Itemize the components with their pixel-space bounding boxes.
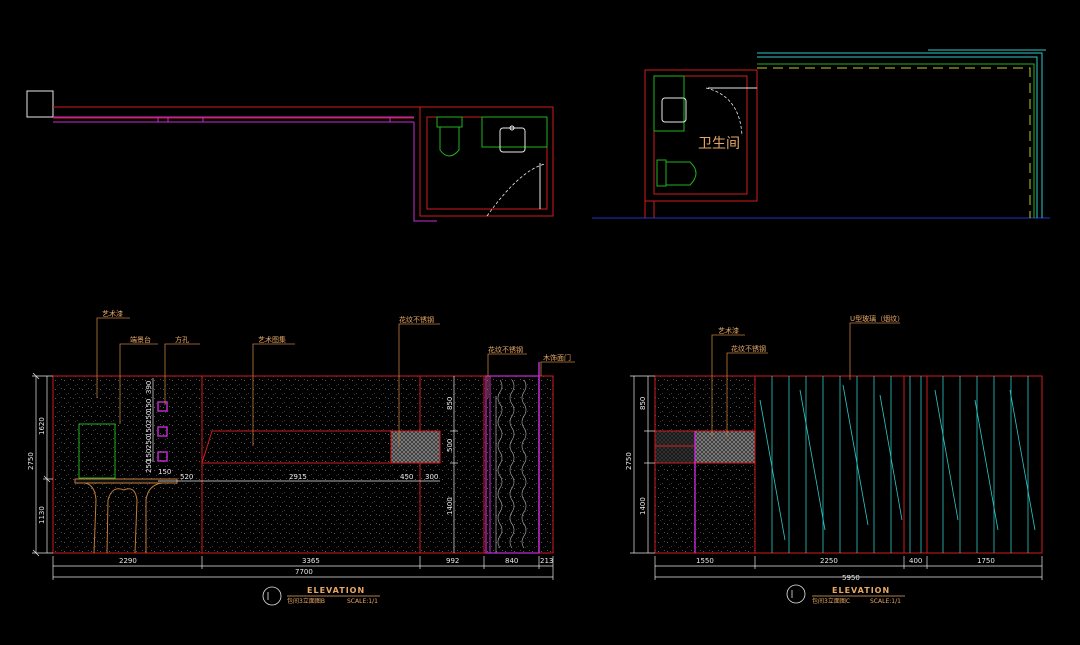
dim-hole-250a: 250 [145, 411, 153, 424]
door-swing-arc-right [705, 87, 743, 137]
elevation-b: 艺术漆 端景台 方孔 艺术图集 花纹不锈钢 花纹不锈钢 木饰面门 2750 16… [27, 309, 575, 606]
label-pattern-steel-c: 花纹不锈钢 [731, 344, 766, 353]
dim-b-992: 992 [446, 557, 459, 565]
elev-c-title-circle [786, 584, 806, 604]
dim-b-850: 850 [446, 397, 454, 410]
elev-b-square-hole-2 [157, 426, 168, 437]
wash-basin-icon [499, 127, 526, 153]
dim-hole-150c: 150 [145, 449, 153, 462]
restroom-inner-wall-right [653, 75, 748, 195]
restroom-outer-wall [419, 106, 554, 217]
elev-b-console-legs [84, 482, 163, 554]
label-art-paint-b: 艺术漆 [102, 309, 123, 318]
label-pattern-steel-1: 花纹不锈钢 [399, 315, 434, 324]
label-square-hole: 方孔 [175, 335, 189, 344]
elev-b-wall-fill [53, 376, 553, 553]
elev-c-dims-bottom-lines [654, 556, 1043, 580]
label-art-pattern: 艺术图集 [258, 335, 286, 344]
dim-b-1130: 1130 [38, 506, 46, 524]
elev-c-title: ELEVATION [832, 586, 890, 595]
dim-hole-150a: 150 [145, 399, 153, 412]
elevation-c: 艺术漆 花纹不锈钢 U型玻璃（烟纹） 2750 850 1400 1550 22… [625, 314, 1043, 605]
elev-c-wall-outline [654, 375, 1043, 554]
dim-b-2290: 2290 [119, 557, 137, 565]
dim-mid-300: 300 [425, 473, 438, 481]
dim-b-1620: 1620 [38, 417, 46, 435]
plan-right: 卫生间 [592, 49, 1050, 219]
label-u-glass: U型玻璃（烟纹） [850, 314, 904, 323]
elev-b-steel-panel [390, 430, 441, 464]
toilet-tank-icon-right [656, 159, 667, 187]
dim-mid-150: 150 [158, 468, 171, 476]
elev-b-title-circle [262, 586, 282, 606]
door-swing-arc-left [486, 163, 546, 217]
column-square [26, 90, 54, 118]
dim-c-1750: 1750 [977, 557, 995, 565]
elev-b-art-screen [78, 423, 116, 479]
toilet-tank-icon [436, 116, 463, 128]
toilet-bowl-icon-right [665, 161, 697, 186]
elev-c-subtitle: 包间3立面图C [812, 597, 850, 605]
label-pattern-steel-2: 花纹不锈钢 [488, 345, 523, 354]
outer-wall-cyan-2 [757, 56, 1038, 218]
elev-c-callouts [711, 322, 900, 436]
restroom-inner-wall [426, 116, 548, 210]
dim-b-total-7700: 7700 [295, 568, 313, 576]
elev-c-scale: SCALE:1/1 [870, 598, 901, 605]
dim-b-1400: 1400 [446, 497, 454, 515]
dim-c-2750: 2750 [625, 452, 633, 470]
dim-mid-2915: 2915 [289, 473, 307, 481]
dim-c-850: 850 [639, 397, 647, 410]
dim-b-3365: 3365 [302, 557, 320, 565]
dim-b-840: 840 [505, 557, 518, 565]
elev-b-square-hole-1 [157, 401, 168, 412]
dim-mid-450: 450 [400, 473, 413, 481]
toilet-bowl-icon [439, 126, 460, 157]
elev-b-dims-bottom-lines [52, 556, 554, 580]
label-art-paint-c: 艺术漆 [718, 326, 739, 335]
vanity-counter-right [653, 75, 685, 132]
dim-c-1550: 1550 [696, 557, 714, 565]
elev-b-title: ELEVATION [307, 586, 365, 595]
elev-c-art-panel [654, 430, 696, 464]
dim-b-213: 213 [540, 557, 553, 565]
dim-hole-250c: 250 [145, 460, 153, 473]
wash-basin-icon-right [661, 97, 687, 123]
label-wood-door: 木饰面门 [543, 353, 571, 362]
room-wall-dashed [757, 67, 1031, 218]
dim-mid-520: 520 [180, 473, 193, 481]
dim-hole-250b: 250 [145, 436, 153, 449]
corridor-turn-magenta [413, 122, 437, 222]
elev-b-callouts [96, 317, 575, 446]
room-wall-green [757, 63, 1035, 218]
dim-hole-390: 390 [145, 381, 153, 394]
dim-c-1400: 1400 [639, 497, 647, 515]
elev-b-square-hole-3 [157, 451, 168, 462]
restroom-outer-wall-right [644, 69, 758, 202]
corridor-mark-1 [157, 116, 169, 123]
outer-wall-cyan-1 [757, 52, 1043, 218]
elev-c-wall-fill [655, 376, 755, 553]
faucet-icon [509, 125, 515, 131]
dim-hole-150b: 150 [145, 424, 153, 437]
elev-b-subtitle: 包间3立面图B [287, 597, 325, 605]
elev-c-u-glass [759, 376, 1036, 553]
dim-c-2250: 2250 [820, 557, 838, 565]
plan-left [26, 90, 554, 222]
elev-b-scale: SCALE:1/1 [347, 598, 378, 605]
elev-b-dims-right-lines [450, 376, 458, 553]
elev-c-dims-left-lines [630, 375, 655, 554]
elev-b-dims-left-lines [32, 372, 53, 557]
dim-c-total-5950: 5950 [842, 574, 860, 582]
vanity-counter [481, 116, 548, 148]
elev-b-wall-outline [52, 375, 554, 554]
elev-b-door [485, 362, 540, 554]
dim-b-2750: 2750 [27, 452, 35, 470]
restroom-label: 卫生间 [698, 136, 740, 152]
dim-b-500: 500 [446, 439, 454, 452]
label-console: 端景台 [130, 335, 151, 344]
dim-c-400: 400 [909, 557, 922, 565]
